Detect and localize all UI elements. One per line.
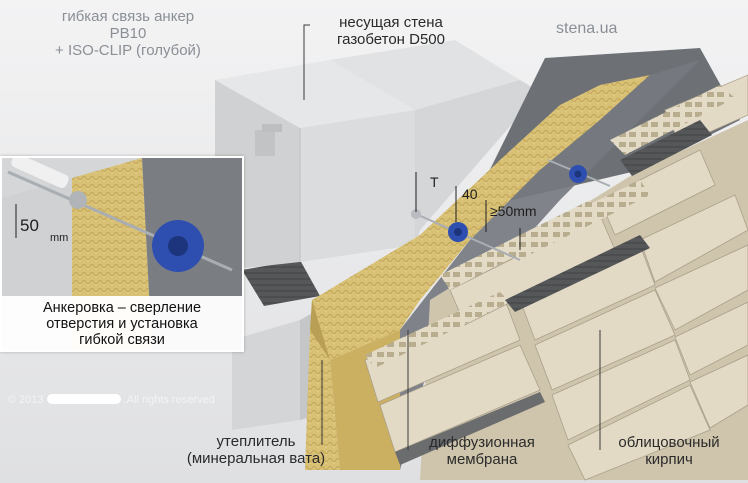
inset-depth-value: 50 xyxy=(20,216,39,235)
anchor-type-line1: гибкая связь анкер xyxy=(61,8,195,25)
brick-line2: кирпич xyxy=(645,451,693,468)
flexible-tie-anchor-main xyxy=(411,209,521,261)
dimension-embed: ≥50mm xyxy=(490,203,537,219)
copyright-notice: © 2013 .All rights reserved xyxy=(8,394,215,406)
site-watermark: stena.ua xyxy=(556,20,618,37)
wall-line1: несущая стена xyxy=(339,14,443,31)
copyright-prefix: © 2013 xyxy=(8,394,44,406)
dimension-thickness: T xyxy=(430,174,439,190)
flexible-tie-anchor-upper xyxy=(547,159,611,187)
anchor-type-line3: + ISO-CLIP (голубой) xyxy=(55,42,201,59)
insulation-line1: утеплитель xyxy=(216,433,296,450)
leader-lines xyxy=(303,24,601,450)
anchor-type-label: гибкая связь анкер PB10 + ISO-CLIP (голу… xyxy=(30,8,226,59)
insulation-line2: (минеральная вата) xyxy=(186,450,326,467)
wall-label: несущая стена газобетон D500 xyxy=(316,14,466,48)
inset-caption: Анкеровка – сверление отверстия и устано… xyxy=(2,296,242,350)
membrane-line2: мембрана xyxy=(446,451,518,468)
mortar-joint-lower xyxy=(242,260,320,306)
membrane-label: диффузионная мембрана xyxy=(412,434,552,468)
brick-label: облицовочный кирпич xyxy=(604,434,734,468)
redacted-name xyxy=(46,394,121,404)
anchoring-detail-inset: 50 mm Анкеровка – сверление отверстия и … xyxy=(0,156,244,352)
inset-depth-unit: mm xyxy=(50,232,69,244)
dimension-gap: 40 xyxy=(462,186,478,202)
wall-line2: газобетон D500 xyxy=(337,31,445,48)
membrane-line1: диффузионная xyxy=(429,434,535,451)
anchor-type-line2: PB10 xyxy=(109,25,147,42)
insulation-label: утеплитель (минеральная вата) xyxy=(176,433,336,467)
dimension-lines xyxy=(415,172,521,250)
copyright-suffix: .All rights reserved xyxy=(123,394,215,406)
brick-line1: облицовочный xyxy=(618,434,720,451)
